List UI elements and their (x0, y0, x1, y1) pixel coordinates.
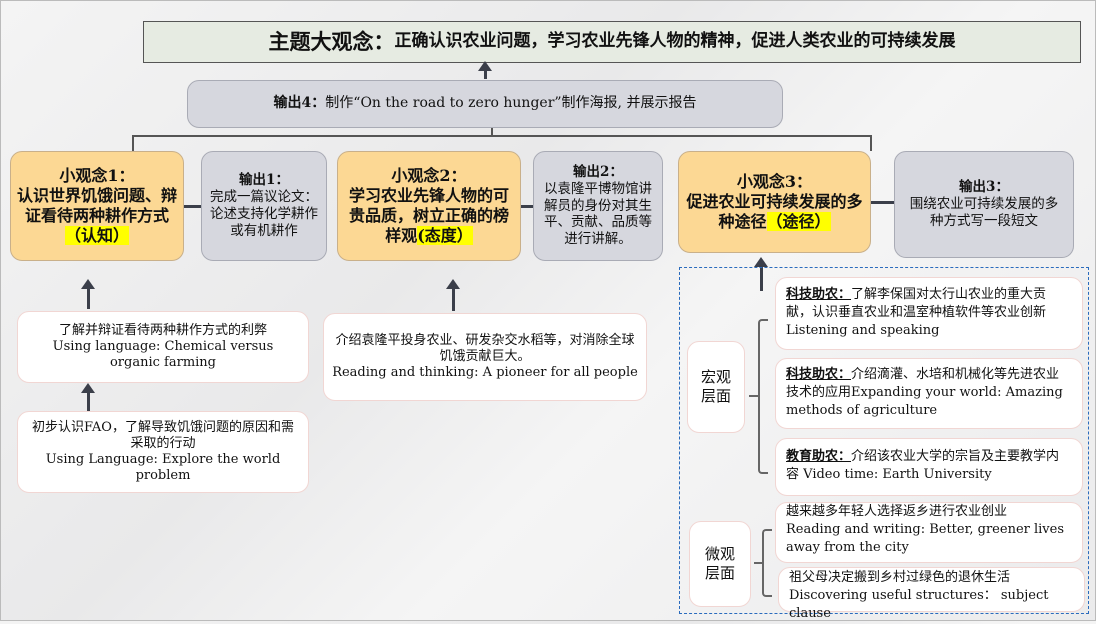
connector (870, 135, 872, 151)
micro-label: 微观层面 (689, 521, 751, 607)
micro-item-2: 祖父母决定搬到乡村过绿色的退休生活 Discovering useful stru… (778, 567, 1085, 621)
output2-title: 输出2： (573, 163, 623, 180)
macro-item-3: 教育助农：介绍该农业大学的宗旨及主要教学内容 Video time: Earth… (775, 438, 1083, 496)
concept2-text: 学习农业先锋人物的可贵品质，树立正确的榜样观 (348, 186, 509, 245)
micro-item-1: 越来越多年轻人选择返乡进行农业创业 Reading and writing: Be… (775, 502, 1083, 563)
arrow-up-icon (446, 279, 460, 311)
concept3-title: 小观念3： (736, 172, 813, 191)
arrow-up-icon (478, 61, 492, 79)
macro-item-2: 科技助农：介绍滴灌、水培和机械化等先进农业技术的应用Expanding your… (775, 358, 1083, 429)
c2-step: 介绍袁隆平投身农业、研发杂交水稻等，对消除全球饥饿贡献巨大。 Reading a… (323, 313, 647, 401)
connector (132, 135, 134, 151)
output4-box: 输出4：制作“On the road to zero hunger”制作海报, … (187, 80, 783, 128)
concept2-tag: (态度） (417, 226, 473, 245)
output3-text: 围绕农业可持续发展的多种方式写一段短文 (909, 196, 1059, 229)
theme-title: 主题大观念：正确认识农业问题，学习农业先锋人物的精神，促进人类农业的可持续发展 (143, 21, 1081, 63)
connector (491, 128, 493, 136)
macro-label-text: 宏观层面 (700, 368, 731, 405)
c1-step-1: 了解并辩证看待两种耕作方式的利弊 Using language: Chemica… (17, 311, 309, 383)
output3-box: 输出3： 围绕农业可持续发展的多种方式写一段短文 (894, 151, 1074, 258)
step-en: Using Language: Explore the world proble… (45, 452, 281, 484)
item-key: 科技助农： (786, 287, 852, 302)
concept3-tag: （途径） (766, 212, 831, 231)
step-cn: 初步认识FAO，了解导致饥饿问题的原因和需采取的行动 (32, 419, 294, 451)
c1-step-2: 初步认识FAO，了解导致饥饿问题的原因和需采取的行动 Using Languag… (17, 411, 309, 493)
item-en: Expanding your world: Amazing methods of… (786, 385, 1063, 419)
connector (184, 205, 201, 208)
item-en: Discovering useful structures： subject c… (789, 588, 1049, 622)
arrow-up-icon (81, 279, 95, 309)
concept1-text: 认识世界饥饿问题、辩证看待两种耕作方式 (16, 186, 177, 225)
concept3-box: 小观念3： 促进农业可持续发展的多种途径（途径） (678, 151, 871, 253)
item-en: Listening and speaking (786, 323, 940, 339)
macro-label: 宏观层面 (687, 341, 745, 433)
item-en: Video time: Earth University (803, 467, 992, 483)
concept1-tag: （认知） (64, 226, 129, 245)
item-cn: 越来越多年轻人选择返乡进行农业创业 (786, 504, 1008, 519)
item-cn: 介绍滴灌、水培和机械化等先进农业技术的应用 (786, 367, 1060, 401)
output1-title: 输出1： (239, 172, 289, 189)
output4-label: 输出4： (273, 95, 326, 112)
bracket (762, 529, 772, 597)
connector (521, 205, 533, 208)
connector (754, 562, 762, 564)
theme-title-lead: 主题大观念： (268, 28, 395, 54)
theme-title-text: 正确认识农业问题，学习农业先锋人物的精神，促进人类农业的可持续发展 (394, 31, 956, 52)
arrow-up-icon (754, 257, 768, 291)
item-key: 科技助农： (786, 367, 852, 382)
step-cn: 了解并辩证看待两种耕作方式的利弊 (58, 322, 267, 338)
item-cn: 了解李保国对太行山农业的重大贡献，认识垂直农业和温室种植软件等农业创新 (786, 287, 1047, 321)
item-key: 教育助农： (786, 449, 852, 464)
concept2-title: 小观念2： (391, 166, 467, 185)
step-en: Reading and thinking: A pioneer for all … (332, 365, 638, 381)
concept3-text: 促进农业可持续发展的多种途径 (686, 192, 863, 231)
connector (749, 395, 758, 397)
item-en: Reading and writing: Better, greener liv… (786, 522, 1065, 556)
connector (132, 135, 872, 137)
concept1-box: 小观念1： 认识世界饥饿问题、辩证看待两种耕作方式（认知） (10, 151, 184, 261)
output2-text: 以袁隆平博物馆讲解员的身份对其生平、贡献、品质等进行讲解。 (544, 180, 652, 248)
concept3-detail-frame (679, 267, 1089, 614)
step-en: Using language: Chemical versus organic … (52, 338, 274, 371)
macro-item-1: 科技助农：了解李保国对太行山农业的重大贡献，认识垂直农业和温室种植软件等农业创新… (775, 277, 1083, 350)
output1-box: 输出1： 完成一篇议论文：论述支持化学耕作或有机耕作 (201, 151, 327, 261)
connector (871, 201, 894, 204)
concept2-box: 小观念2： 学习农业先锋人物的可贵品质，树立正确的榜样观(态度） (337, 151, 521, 261)
item-cn: 祖父母决定搬到乡村过绿色的退休生活 (789, 570, 1011, 585)
output4-text: 制作“On the road to zero hunger”制作海报, 并展示报… (325, 95, 697, 112)
bracket (758, 319, 768, 474)
concept1-title: 小观念1： (59, 166, 135, 185)
output2-box: 输出2： 以袁隆平博物馆讲解员的身份对其生平、贡献、品质等进行讲解。 (533, 151, 663, 261)
micro-label-text: 微观层面 (704, 545, 735, 582)
item-cn: 介绍该农业大学的宗旨及主要教学内容 (786, 449, 1060, 483)
output3-title: 输出3： (959, 179, 1009, 196)
output1-text: 完成一篇议论文：论述支持化学耕作或有机耕作 (210, 189, 318, 239)
arrow-up-icon (81, 383, 95, 411)
step-cn: 介绍袁隆平投身农业、研发杂交水稻等，对消除全球饥饿贡献巨大。 (335, 332, 635, 364)
